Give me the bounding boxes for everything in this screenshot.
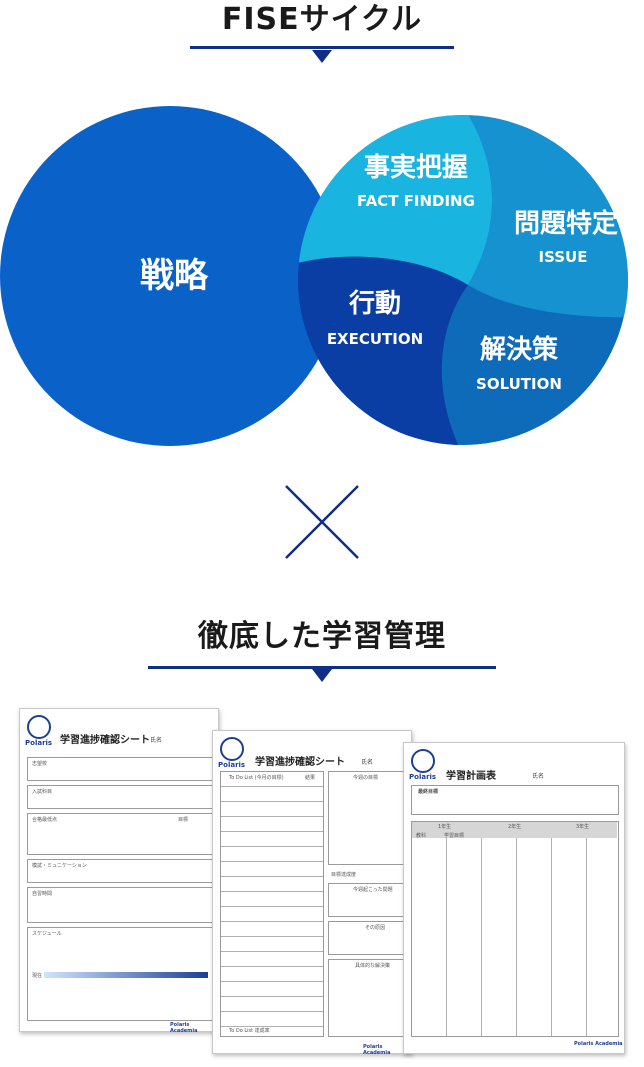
polaris-logo-icon [27, 715, 51, 739]
sheet1-row-label: スケジュール [32, 931, 62, 937]
sheet2-todo-label: To Do List (今月の目標) [229, 774, 284, 781]
issue-label-en: ISSUE [539, 248, 588, 266]
sheet2-result-label: 結果 [305, 774, 316, 781]
sheet2-todo-table [220, 771, 324, 1037]
sheet1-name-label: 氏名 [150, 737, 163, 744]
sheet3-plan-table [411, 821, 619, 1037]
sheet3-title: 学習計画表 [446, 771, 496, 782]
sheet1-row-label: 入試科目 [32, 789, 53, 795]
fise-title: FISEサイクル [221, 2, 423, 37]
issue-label-jp: 問題特定 [514, 208, 618, 239]
logo-text: Polaris [218, 761, 246, 769]
sheet1-row [27, 859, 213, 883]
sheet2-goal-box [328, 771, 410, 865]
study-plan-sheet: Polaris 学習計画表 氏名 最終目標 1年生 2年生 3年生 教科 学習目… [403, 742, 625, 1054]
sheet2-solution-box [328, 959, 410, 1037]
solution-label-jp: 解決策 [480, 334, 558, 365]
sheet3-year-label: 1年生 [438, 824, 452, 830]
progress-sheet-1: Polaris 学習進捗確認シート 氏名 志望校 入試科目 合格最低点 目標 模… [19, 708, 219, 1034]
sheet1-row-label: 自習時間 [32, 891, 53, 897]
execution-label-jp: 行動 [348, 288, 401, 319]
polaris-logo-icon [411, 749, 435, 773]
sheet3-target-label: 最終目標 [418, 789, 439, 795]
sheet3-sub-label: 教科 [416, 833, 427, 839]
sheet1-now-label: 現在 [32, 973, 43, 979]
sheet2-name-label: 氏名 [361, 759, 374, 766]
sheet2-status-label: 目標達成度 [331, 872, 357, 878]
sheet2-footer: Polaris Academia [363, 1044, 391, 1056]
management-title: 徹底した学習管理 [198, 619, 446, 654]
sheet3-footer: Polaris Academia [574, 1041, 623, 1047]
sheet2-title: 学習進捗確認シート [255, 757, 345, 768]
sheet3-target-box [411, 785, 619, 815]
strategy-label: 戦略 [140, 256, 209, 296]
sheet2-problem-label: 今週起こった問題 [353, 887, 393, 893]
logo-text: Polaris [409, 773, 437, 781]
execution-label-en: EXECUTION [327, 330, 423, 348]
sheet2-problem-box [328, 883, 410, 917]
sheet3-year-label: 3年生 [576, 824, 590, 830]
management-underline [148, 666, 496, 669]
title-underline [190, 46, 454, 49]
sheet1-footer: Polaris Academia [170, 1022, 198, 1034]
logo-text: Polaris [25, 739, 53, 747]
sheet2-goal-label: 今週の目標 [353, 775, 379, 781]
sheet1-goal-label: 目標 [178, 817, 189, 823]
sheet1-row-label: 合格最低点 [32, 817, 58, 823]
sheet3-sub-label: 学習目標 [444, 833, 465, 839]
polaris-logo-icon [220, 737, 244, 761]
sheet1-row-label: 模試・ミュニケーション [32, 863, 87, 869]
sheet1-row [27, 887, 213, 923]
sheet2-cause-box [328, 921, 410, 955]
sheet2-rate-label: To Do List 達成率 [229, 1027, 270, 1034]
sheet2-solution-label: 具体的な解決策 [355, 963, 391, 969]
progress-sheet-2: Polaris 学習進捗確認シート 氏名 To Do List (今月の目標) … [212, 730, 412, 1056]
fise-diagram: 戦略 事実把握 FACT FINDING 問題特定 ISSUE 行動 EXECU… [0, 106, 628, 446]
sheet2-cause-label: その原因 [365, 925, 386, 931]
sheet3-name-label: 氏名 [532, 773, 545, 780]
multiply-cross-icon [285, 485, 359, 559]
schedule-arrow [44, 972, 208, 978]
sheet3-table-header [412, 822, 617, 838]
sheet1-title: 学習進捗確認シート [60, 735, 150, 746]
sheet1-row [27, 757, 213, 781]
management-arrow [312, 669, 332, 682]
solution-label-en: SOLUTION [476, 375, 562, 393]
title-arrow [312, 50, 332, 63]
sheet1-row-label: 志望校 [32, 761, 48, 767]
sheet1-row [27, 785, 213, 809]
strategy-circle [0, 106, 340, 446]
fact-label-jp: 事実把握 [364, 152, 468, 183]
sheet1-row [27, 813, 213, 855]
fact-label-en: FACT FINDING [357, 192, 475, 210]
sheet3-year-label: 2年生 [508, 824, 522, 830]
